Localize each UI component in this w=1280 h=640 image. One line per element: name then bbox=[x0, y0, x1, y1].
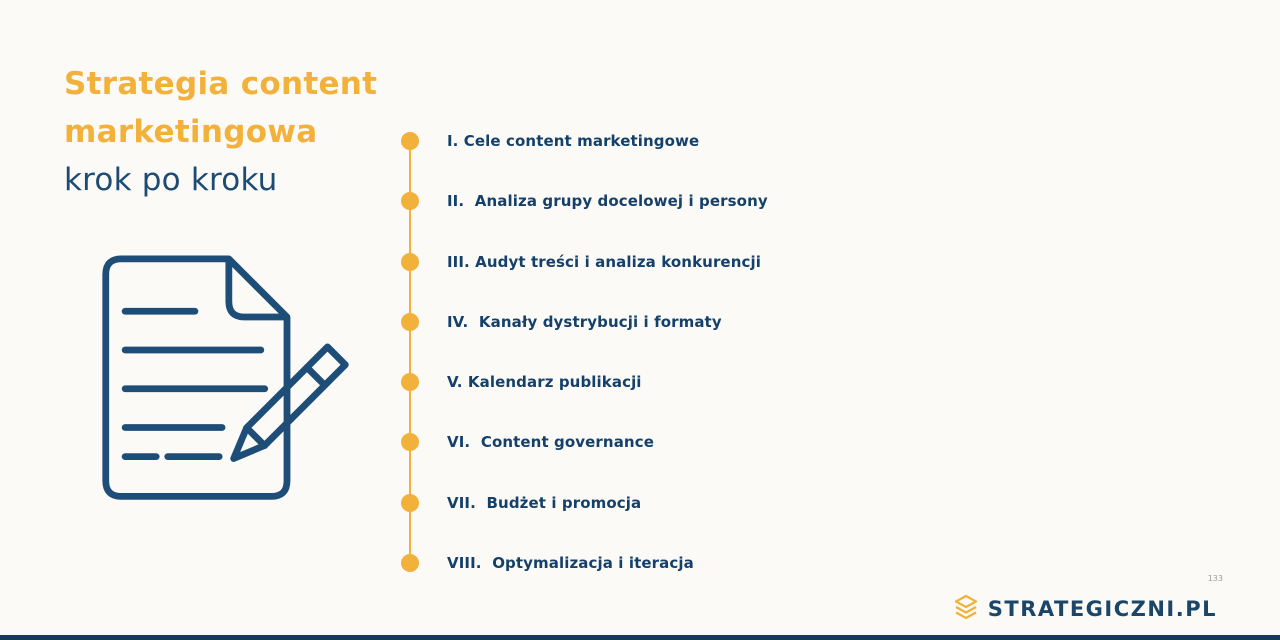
timeline-item: I. Cele content marketingowe bbox=[401, 111, 881, 171]
timeline-label: II. Analiza grupy docelowej i persony bbox=[447, 192, 768, 211]
page-number: 133 bbox=[1207, 574, 1223, 583]
page-title: Strategia content marketingowa krok po k… bbox=[64, 60, 377, 204]
timeline-label: VIII. Optymalizacja i iteracja bbox=[447, 554, 694, 573]
timeline-label: I. Cele content marketingowe bbox=[447, 131, 700, 150]
title-line-1: Strategia content bbox=[64, 66, 378, 102]
title-line-3: krok po kroku bbox=[64, 162, 278, 198]
document-pencil-icon bbox=[98, 245, 350, 517]
timeline-item: II. Analiza grupy docelowej i persony bbox=[401, 171, 881, 231]
title-line-2: marketingowa bbox=[64, 114, 318, 150]
timeline-dot bbox=[401, 554, 419, 573]
layers-logo-icon bbox=[953, 594, 979, 624]
brand-text: STRATEGICZNI.PL bbox=[987, 597, 1217, 621]
timeline-label: V. Kalendarz publikacji bbox=[447, 373, 642, 392]
timeline-dot bbox=[401, 131, 419, 150]
timeline-dot bbox=[401, 252, 419, 271]
timeline-item: VII. Budżet i promocja bbox=[401, 473, 881, 533]
timeline-dot bbox=[401, 192, 419, 211]
timeline-dot bbox=[401, 493, 419, 512]
brand-logo: STRATEGICZNI.PL bbox=[953, 594, 1217, 624]
timeline-line bbox=[409, 140, 411, 563]
timeline-label: VII. Budżet i promocja bbox=[447, 493, 642, 512]
timeline-item: VIII. Optymalizacja i iteracja bbox=[401, 533, 881, 593]
bottom-bar bbox=[0, 635, 1280, 640]
timeline-label: IV. Kanały dystrybucji i formaty bbox=[447, 312, 722, 331]
timeline-item: VI. Content governance bbox=[401, 412, 881, 472]
timeline-item: III. Audyt treści i analiza konkurencji bbox=[401, 231, 881, 291]
timeline-dot bbox=[401, 373, 419, 392]
timeline-dot bbox=[401, 433, 419, 452]
timeline-dot bbox=[401, 312, 419, 331]
timeline-label: VI. Content governance bbox=[447, 433, 654, 452]
timeline-item: IV. Kanały dystrybucji i formaty bbox=[401, 292, 881, 352]
timeline-item: V. Kalendarz publikacji bbox=[401, 352, 881, 412]
timeline: I. Cele content marketingowe II. Analiza… bbox=[401, 111, 881, 593]
timeline-label: III. Audyt treści i analiza konkurencji bbox=[447, 252, 761, 271]
